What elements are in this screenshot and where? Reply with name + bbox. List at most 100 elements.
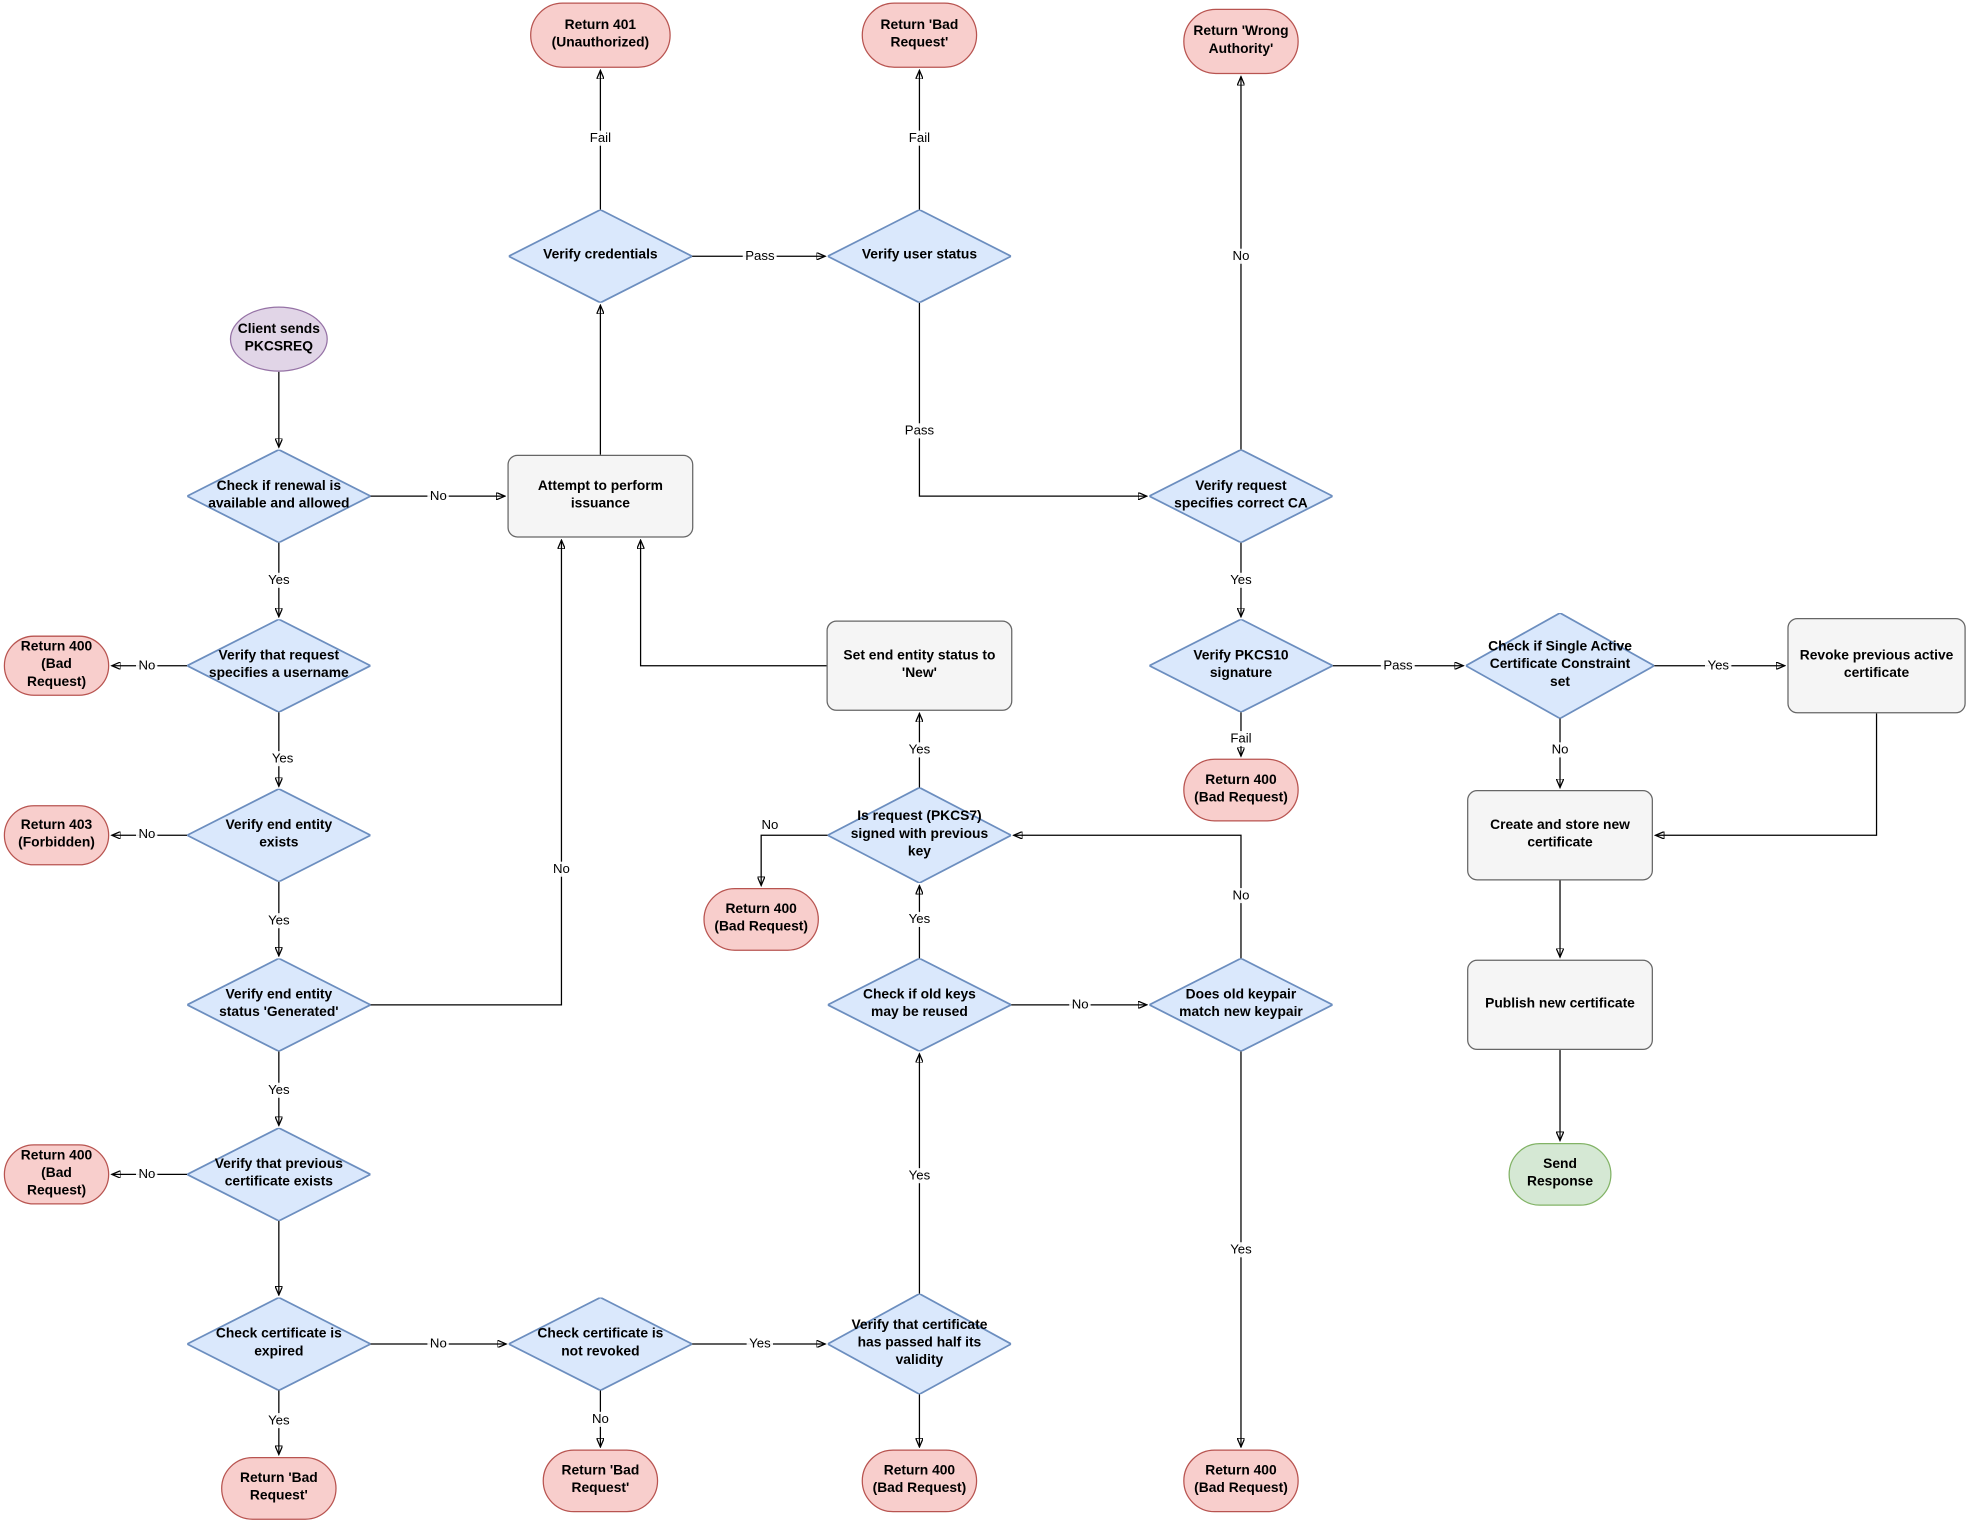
node-label: Verify that request specifies a username xyxy=(208,648,349,681)
node-return-bad-request-expired: Return 'Bad Request' xyxy=(221,1457,337,1520)
node-label: Verify end entity status 'Generated' xyxy=(219,987,339,1020)
diamond-shape xyxy=(827,958,1011,1051)
node-half-validity: Verify that certificate has passed half … xyxy=(827,1293,1011,1394)
diamond-shape xyxy=(508,1297,693,1391)
node-label: Check certificate is expired xyxy=(215,1326,342,1360)
node-old-keys-reused: Check if old keys may be reused xyxy=(827,958,1011,1051)
node-label: Return 'Bad Request' xyxy=(561,1463,640,1496)
edge-label-revoked-yes: Yes xyxy=(746,1336,774,1352)
node-return-400-half-validity: Return 400 (Bad Request) xyxy=(861,1449,978,1513)
node-verify-credentials: Verify credentials xyxy=(508,209,693,303)
node-cert-expired: Check certificate is expired xyxy=(187,1297,370,1391)
node-create-store: Create and store new certificate xyxy=(1467,790,1653,881)
node-return-bad-request-revoked: Return 'Bad Request' xyxy=(542,1449,659,1513)
edge-user-status-pass xyxy=(918,302,1146,496)
node-return-400-pkcs10: Return 400 (Bad Request) xyxy=(1183,758,1299,822)
diamond-shape xyxy=(827,209,1011,303)
node-cert-not-revoked: Check certificate is not revoked xyxy=(508,1297,693,1391)
node-return-400-username: Return 400 (Bad Request) xyxy=(3,635,110,696)
edge-label-credentials-fail: Fail xyxy=(587,130,614,146)
diamond-shape xyxy=(1149,619,1333,712)
edge-label-reuse-yes: Yes xyxy=(906,911,933,927)
node-label: Publish new certificate xyxy=(1485,996,1635,1012)
node-label: Return 400 (Bad Request) xyxy=(1194,772,1288,806)
node-label: Check if old keys may be reused xyxy=(862,987,976,1020)
edge-label-expired-yes: Yes xyxy=(265,1413,293,1429)
edge-label-renewal-no: No xyxy=(427,488,450,504)
node-return-401: Return 401 (Unauthorized) xyxy=(530,2,671,68)
edge-label-signed-prev-no: No xyxy=(759,817,781,833)
edge-set-new-to-attempt xyxy=(641,540,827,667)
node-entity-exists: Verify end entity exists xyxy=(187,788,370,882)
node-pkcs10-signature: Verify PKCS10 signature xyxy=(1149,619,1333,712)
node-attempt-issuance: Attempt to perform issuance xyxy=(507,454,694,538)
edge-label-correct-ca-yes: Yes xyxy=(1227,572,1255,588)
edge-label-prev-cert-no: No xyxy=(136,1166,158,1182)
edge-label-username-yes: Yes xyxy=(269,751,296,767)
node-label: Return 'Bad Request' xyxy=(239,1471,318,1504)
node-label: Verify PKCS10 signature xyxy=(1193,648,1289,681)
edge-keypair-no xyxy=(1014,835,1242,959)
edge-label-renewal-yes: Yes xyxy=(265,572,293,588)
diamond-shape xyxy=(827,787,1011,884)
node-correct-ca: Verify request specifies correct CA xyxy=(1149,449,1333,543)
node-return-400-prev-key: Return 400 (Bad Request) xyxy=(703,888,819,951)
edge-label-credentials-pass: Pass xyxy=(742,248,778,264)
diamond-shape xyxy=(187,449,370,543)
edge-label-entity-exists-yes: Yes xyxy=(265,913,293,929)
diamond-shape xyxy=(1149,449,1333,543)
diamond-shape xyxy=(827,1293,1011,1394)
node-label: Return 'Bad Request' xyxy=(880,17,959,51)
diamond-shape xyxy=(1149,958,1333,1051)
edge-label-keypair-yes: Yes xyxy=(1227,1242,1255,1258)
node-publish-cert: Publish new certificate xyxy=(1467,959,1653,1051)
edge-label-revoked-no: No xyxy=(589,1411,612,1427)
node-label: Return 400 (Bad Request) xyxy=(1194,1463,1288,1496)
diamond-shape xyxy=(187,958,370,1051)
node-verify-username: Verify that request specifies a username xyxy=(187,619,370,712)
node-label: Check if Single Active Certificate Const… xyxy=(1488,639,1632,690)
edge-label-sacc-yes: Yes xyxy=(1705,658,1732,674)
diamond-shape xyxy=(1465,612,1654,719)
node-label: Does old keypair match new keypair xyxy=(1179,987,1303,1020)
edge-label-generated-yes: Yes xyxy=(265,1082,293,1098)
diamond-shape xyxy=(187,788,370,882)
node-label: Create and store new certificate xyxy=(1490,818,1630,851)
edge-label-user-status-fail: Fail xyxy=(906,130,933,146)
node-prev-cert-exists: Verify that previous certificate exists xyxy=(187,1127,370,1221)
node-send-response: Send Response xyxy=(1508,1143,1612,1206)
node-label: Verify credentials xyxy=(543,247,658,263)
node-label: Send Response xyxy=(1526,1157,1594,1190)
node-label: Verify request specifies correct CA xyxy=(1174,478,1308,512)
node-entity-generated: Verify end entity status 'Generated' xyxy=(187,958,370,1051)
node-return-400-keypair: Return 400 (Bad Request) xyxy=(1183,1449,1299,1513)
node-label: Return 400 (Bad Request) xyxy=(20,1148,93,1199)
node-return-bad-request-top: Return 'Bad Request' xyxy=(861,2,978,68)
edge-label-entity-exists-no: No xyxy=(136,826,158,842)
node-label: Attempt to perform issuance xyxy=(537,478,663,512)
node-label: Is request (PKCS7) signed with previous … xyxy=(850,809,989,859)
node-revoke-prev: Revoke previous active certificate xyxy=(1787,617,1966,714)
edge-signed-prev-no xyxy=(761,834,828,885)
node-label: Return 401 (Unauthorized) xyxy=(551,17,650,51)
node-label: Client sends PKCSREQ xyxy=(237,321,320,355)
edge-label-signed-prev-yes: Yes xyxy=(906,742,933,758)
edge-label-expired-no: No xyxy=(427,1336,450,1352)
node-return-400-prev-cert: Return 400 (Bad Request) xyxy=(3,1144,110,1205)
edge-label-username-no: No xyxy=(136,658,158,674)
diamond-shape xyxy=(187,1297,370,1391)
node-label: Verify end entity exists xyxy=(225,818,333,851)
node-label: Return 'Wrong Authority' xyxy=(1193,24,1289,57)
edge-label-correct-ca-no: No xyxy=(1230,248,1252,264)
edge-label-pkcs10-pass: Pass xyxy=(1380,658,1416,674)
node-keypair-match: Does old keypair match new keypair xyxy=(1149,958,1333,1051)
edge-label-generated-no: No xyxy=(550,861,573,877)
node-check-renewal: Check if renewal is available and allowe… xyxy=(187,449,370,543)
node-client-sends-pkcsreq: Client sends PKCSREQ xyxy=(229,306,328,372)
edge-label-keypair-no: No xyxy=(1230,888,1252,904)
node-set-status-new: Set end entity status to 'New' xyxy=(826,620,1013,711)
node-label: Return 400 (Bad Request) xyxy=(20,639,93,690)
edge-label-user-status-pass: Pass xyxy=(902,423,937,439)
diamond-shape xyxy=(187,1127,370,1221)
node-signed-prev-key: Is request (PKCS7) signed with previous … xyxy=(827,787,1011,884)
